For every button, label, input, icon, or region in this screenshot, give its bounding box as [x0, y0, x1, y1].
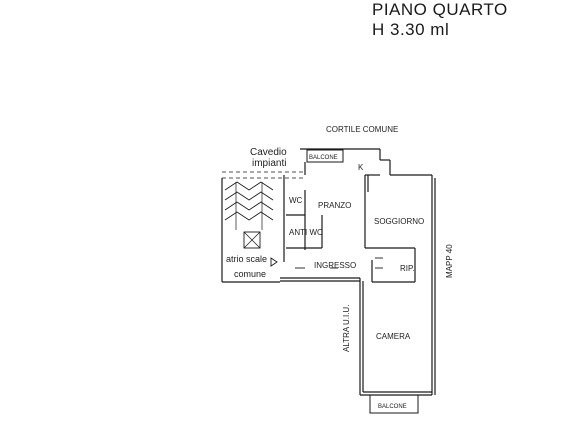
label-comune: comune	[234, 269, 266, 279]
label-impianti: impianti	[252, 158, 286, 169]
label-mapp: MAPP 40	[445, 244, 454, 278]
label-balcone-bottom: BALCONE	[378, 404, 407, 410]
label-soggiorno: SOGGIORNO	[374, 217, 424, 226]
label-balcone-top: BALCONE	[309, 155, 338, 161]
label-rip: RIP.	[400, 264, 415, 273]
floor-height: H 3.30 ml	[372, 20, 450, 39]
label-atrio-scale: atrio scale	[226, 254, 267, 264]
label-wc: WC	[289, 196, 303, 205]
label-camera: CAMERA	[376, 332, 411, 341]
label-cortile: CORTILE COMUNE	[326, 125, 398, 134]
label-altra-uiu: ALTRA U.I.U.	[342, 305, 351, 352]
label-k: K	[358, 163, 364, 172]
label-cavedio: Cavedio	[250, 147, 287, 158]
floor-title: PIANO QUARTO	[372, 0, 508, 19]
label-ingresso: INGRESSO	[314, 261, 356, 270]
plan-walls	[221, 148, 436, 414]
label-pranzo: PRANZO	[318, 201, 351, 210]
label-anti-wc: ANTI WC	[289, 228, 323, 237]
